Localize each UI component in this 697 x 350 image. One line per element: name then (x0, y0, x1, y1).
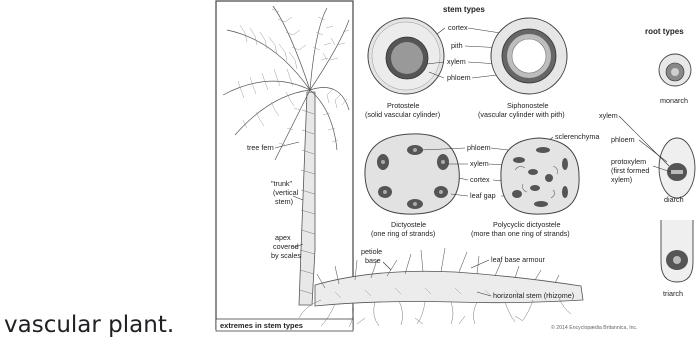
dicty-leaf-gap-label: leaf gap (470, 191, 496, 200)
siphonostele-name: Siphonostele (507, 101, 549, 110)
cortex-label: cortex (448, 23, 468, 32)
root-types-heading: root types (645, 27, 684, 36)
polycyclic-dictyostele-diagram (501, 138, 579, 214)
protoxylem-label-1: protoxylem (611, 157, 646, 166)
diarch-root-diagram (659, 138, 695, 198)
apex-label-3: by scales (271, 251, 301, 260)
dictyostele-diagram (365, 134, 459, 214)
petiole-label-2: base (365, 256, 381, 265)
dictyostele-sub: (one ring of strands) (371, 229, 435, 238)
leaf-base-armour-label: leaf base armour (491, 255, 546, 264)
protostele-diagram (368, 18, 444, 94)
apex-label-2: covered (273, 242, 299, 251)
rhizome-label: horizontal stem (rhizome) (493, 291, 574, 300)
trunk-label-1: "trunk" (271, 179, 293, 188)
polycyclic-name: Polycyclic dictyostele (493, 220, 561, 229)
extremes-label: extremes in stem types (220, 321, 303, 330)
root-phloem-label: phloem (611, 135, 635, 144)
polycyclic-sub: (more than one ring of strands) (471, 229, 570, 238)
dicty-xylem-label: xylem (470, 159, 489, 168)
tree-fern-label: tree fern (247, 143, 274, 152)
sclerenchyma-label: sclerenchyma (555, 132, 599, 141)
petiole-leader (383, 262, 391, 270)
triarch-label: triarch (663, 289, 683, 298)
figure-svg: tree fern "trunk" (vertical stem) apex c… (215, 0, 697, 345)
monarch-root-diagram (659, 54, 691, 86)
protostele-sub: (solid vascular cylinder) (365, 110, 440, 119)
copyright-text: © 2014 Encyclopædia Britannica, Inc. (551, 324, 638, 331)
stem-types-figure: tree fern "trunk" (vertical stem) apex c… (215, 0, 697, 345)
pith-label: pith (451, 41, 463, 50)
tree-fern-panel (216, 1, 353, 329)
trunk-label-2: (vertical (273, 188, 299, 197)
protoxylem-label-3: xylem) (611, 175, 632, 184)
root-xylem-label: xylem (599, 111, 618, 120)
triarch-root-diagram (661, 220, 693, 282)
dictyostele-name: Dictyostele (391, 220, 426, 229)
xylem-label: xylem (447, 57, 466, 66)
siphonostele-diagram (491, 18, 567, 94)
dicty-cortex-label: cortex (470, 175, 490, 184)
stem-types-heading: stem types (443, 5, 485, 14)
diarch-label: diarch (664, 195, 684, 204)
trunk-label-3: stem) (275, 197, 293, 206)
image-caption: vascular plant. (4, 312, 174, 338)
protoxylem-label-2: (first formed (611, 166, 649, 175)
siphonostele-sub: (vascular cylinder with pith) (478, 110, 565, 119)
dicty-phloem-label: phloem (467, 143, 491, 152)
petiole-label-1: petiole (361, 247, 382, 256)
apex-label-1: apex (275, 233, 291, 242)
phloem-label: phloem (447, 73, 471, 82)
leaf-base-armour-leader (471, 260, 489, 268)
protostele-name: Protostele (387, 101, 419, 110)
monarch-label: monarch (660, 96, 688, 105)
